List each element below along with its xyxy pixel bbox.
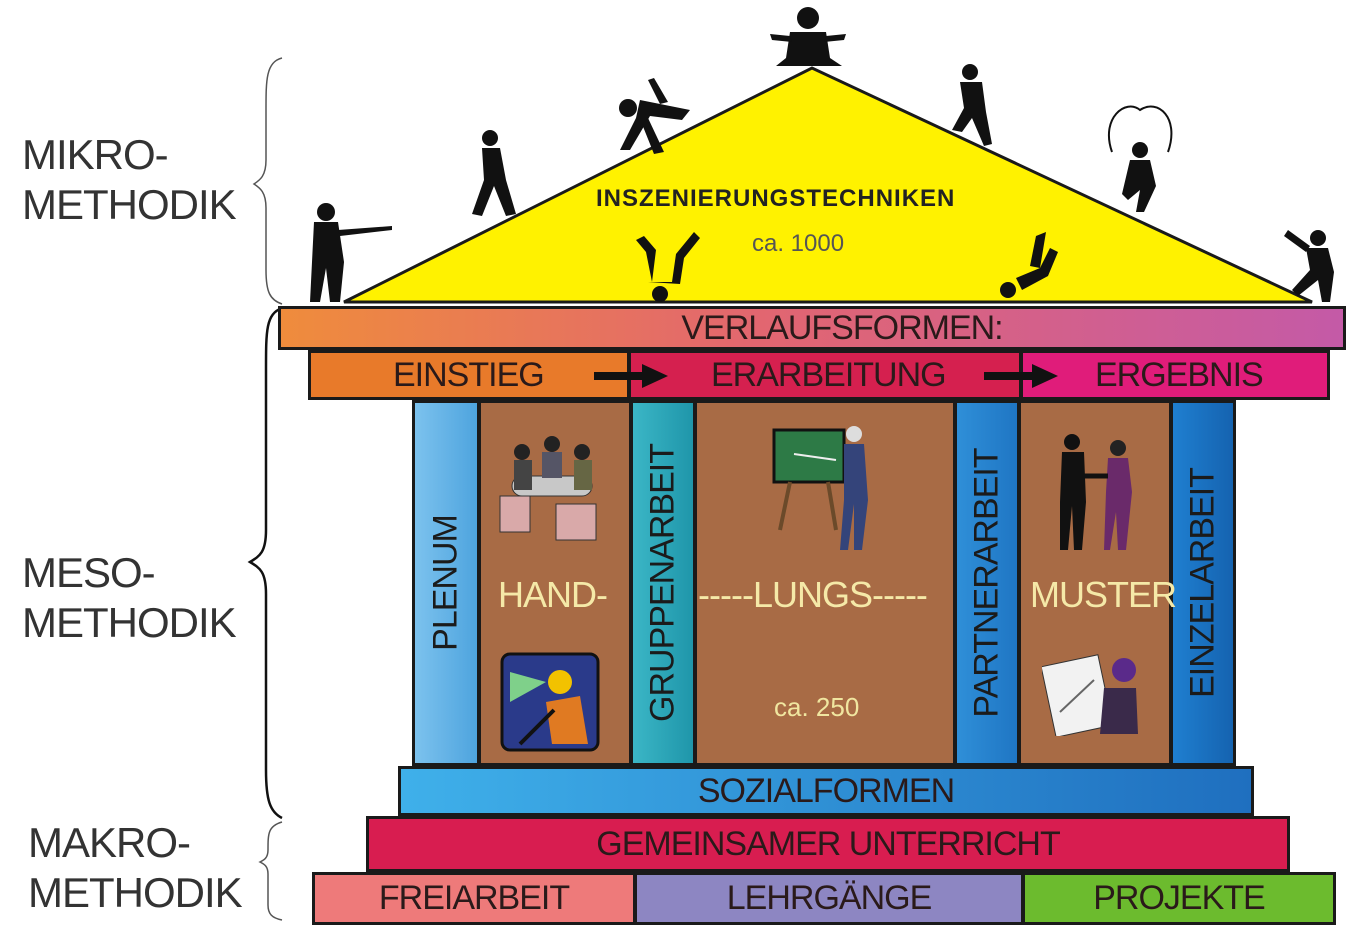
handlung-count: ca. 250 xyxy=(774,692,860,722)
pillar-plenum: PLENUM xyxy=(412,400,480,766)
handshake-icon xyxy=(1060,434,1132,550)
handstand-figure-icon xyxy=(636,232,700,302)
handlung-part2: -----LUNGS----- xyxy=(698,574,928,615)
phase-ergebnis: ERGEBNIS xyxy=(1020,350,1330,400)
makro-lehrgaenge: LEHRGÄNGE xyxy=(634,872,1024,925)
gemeinsam-label: GEMEINSAMER UNTERRICHT xyxy=(596,824,1060,863)
handlung-part3: MUSTER xyxy=(1030,574,1177,615)
roof-triangle xyxy=(343,66,1313,304)
meso-brace xyxy=(247,306,283,820)
mikro-label: MIKRO- METHODIK xyxy=(22,130,237,230)
pillar-partnerarbeit-label: PARTNERARBEIT xyxy=(967,448,1006,718)
arrow-right-icon-2 xyxy=(984,364,1058,388)
miner-icon xyxy=(500,652,600,752)
phase-erarbeitung: ERARBEITUNG xyxy=(628,350,1022,400)
drawing-board-icon xyxy=(1042,654,1138,736)
verlaufsformen-label: VERLAUFSFORMEN: xyxy=(681,308,1003,347)
mikro-label-line1: MIKRO- xyxy=(22,131,169,178)
pillar-partnerarbeit: PARTNERARBEIT xyxy=(954,400,1020,766)
tumbling-figure-icon xyxy=(1000,232,1058,298)
group-meeting-icon xyxy=(499,436,597,541)
roof-count: ca. 1000 xyxy=(752,230,845,257)
meditating-figure-icon xyxy=(770,7,846,66)
makro-label-line1: MAKRO- xyxy=(28,819,191,866)
walking-figure-icon xyxy=(472,130,516,216)
makro-label: MAKRO- METHODIK xyxy=(28,818,243,918)
makro-brace xyxy=(258,821,283,921)
makro-lehrgaenge-label: LEHRGÄNGE xyxy=(726,879,932,917)
arrow-right-icon-1 xyxy=(594,364,668,388)
teacher-board-icon xyxy=(772,426,868,550)
pillar-plenum-label: PLENUM xyxy=(426,515,465,651)
roof-title: INSZENIERUNGSTECHNIKEN xyxy=(596,185,956,212)
gemeinsam-band: GEMEINSAMER UNTERRICHT xyxy=(366,816,1290,872)
phase-ergebnis-label: ERGEBNIS xyxy=(1095,355,1264,394)
phase-einstieg: EINSTIEG xyxy=(308,350,630,400)
makro-projekte-label: PROJEKTE xyxy=(1093,879,1265,917)
makro-label-line2: METHODIK xyxy=(28,869,243,916)
mikro-brace xyxy=(252,57,283,305)
sozialformen-band: SOZIALFORMEN xyxy=(398,766,1254,816)
fencer-figure-icon xyxy=(310,203,392,302)
pillar-einzelarbeit-label: EINZELARBEIT xyxy=(1183,468,1222,698)
phase-einstieg-label: EINSTIEG xyxy=(393,355,545,394)
pillar-gruppenarbeit-label: GRUPPENARBEIT xyxy=(643,444,682,722)
meso-label: MESO- METHODIK xyxy=(22,548,237,648)
stretching-figure-icon xyxy=(619,78,690,154)
meso-label-line2: METHODIK xyxy=(22,599,237,646)
pillar-einzelarbeit: EINZELARBEIT xyxy=(1170,400,1236,766)
climbing-figure-icon xyxy=(952,64,992,146)
makro-freiarbeit: FREIARBEIT xyxy=(312,872,636,925)
jump-rope-figure-icon xyxy=(1107,105,1173,212)
handlung-part1: HAND- xyxy=(498,574,608,615)
makro-projekte: PROJEKTE xyxy=(1022,872,1336,925)
pillar-gruppenarbeit: GRUPPENARBEIT xyxy=(630,400,696,766)
phase-erarbeitung-label: ERARBEITUNG xyxy=(711,355,947,394)
makro-freiarbeit-label: FREIARBEIT xyxy=(378,879,570,917)
dancing-figure-icon xyxy=(1284,230,1334,302)
mikro-label-line2: METHODIK xyxy=(22,181,237,228)
meso-label-line1: MESO- xyxy=(22,549,156,596)
figure-icons xyxy=(310,7,1334,302)
sozialformen-label: SOZIALFORMEN xyxy=(697,771,955,810)
verlaufsformen-beam: VERLAUFSFORMEN: xyxy=(278,306,1346,350)
